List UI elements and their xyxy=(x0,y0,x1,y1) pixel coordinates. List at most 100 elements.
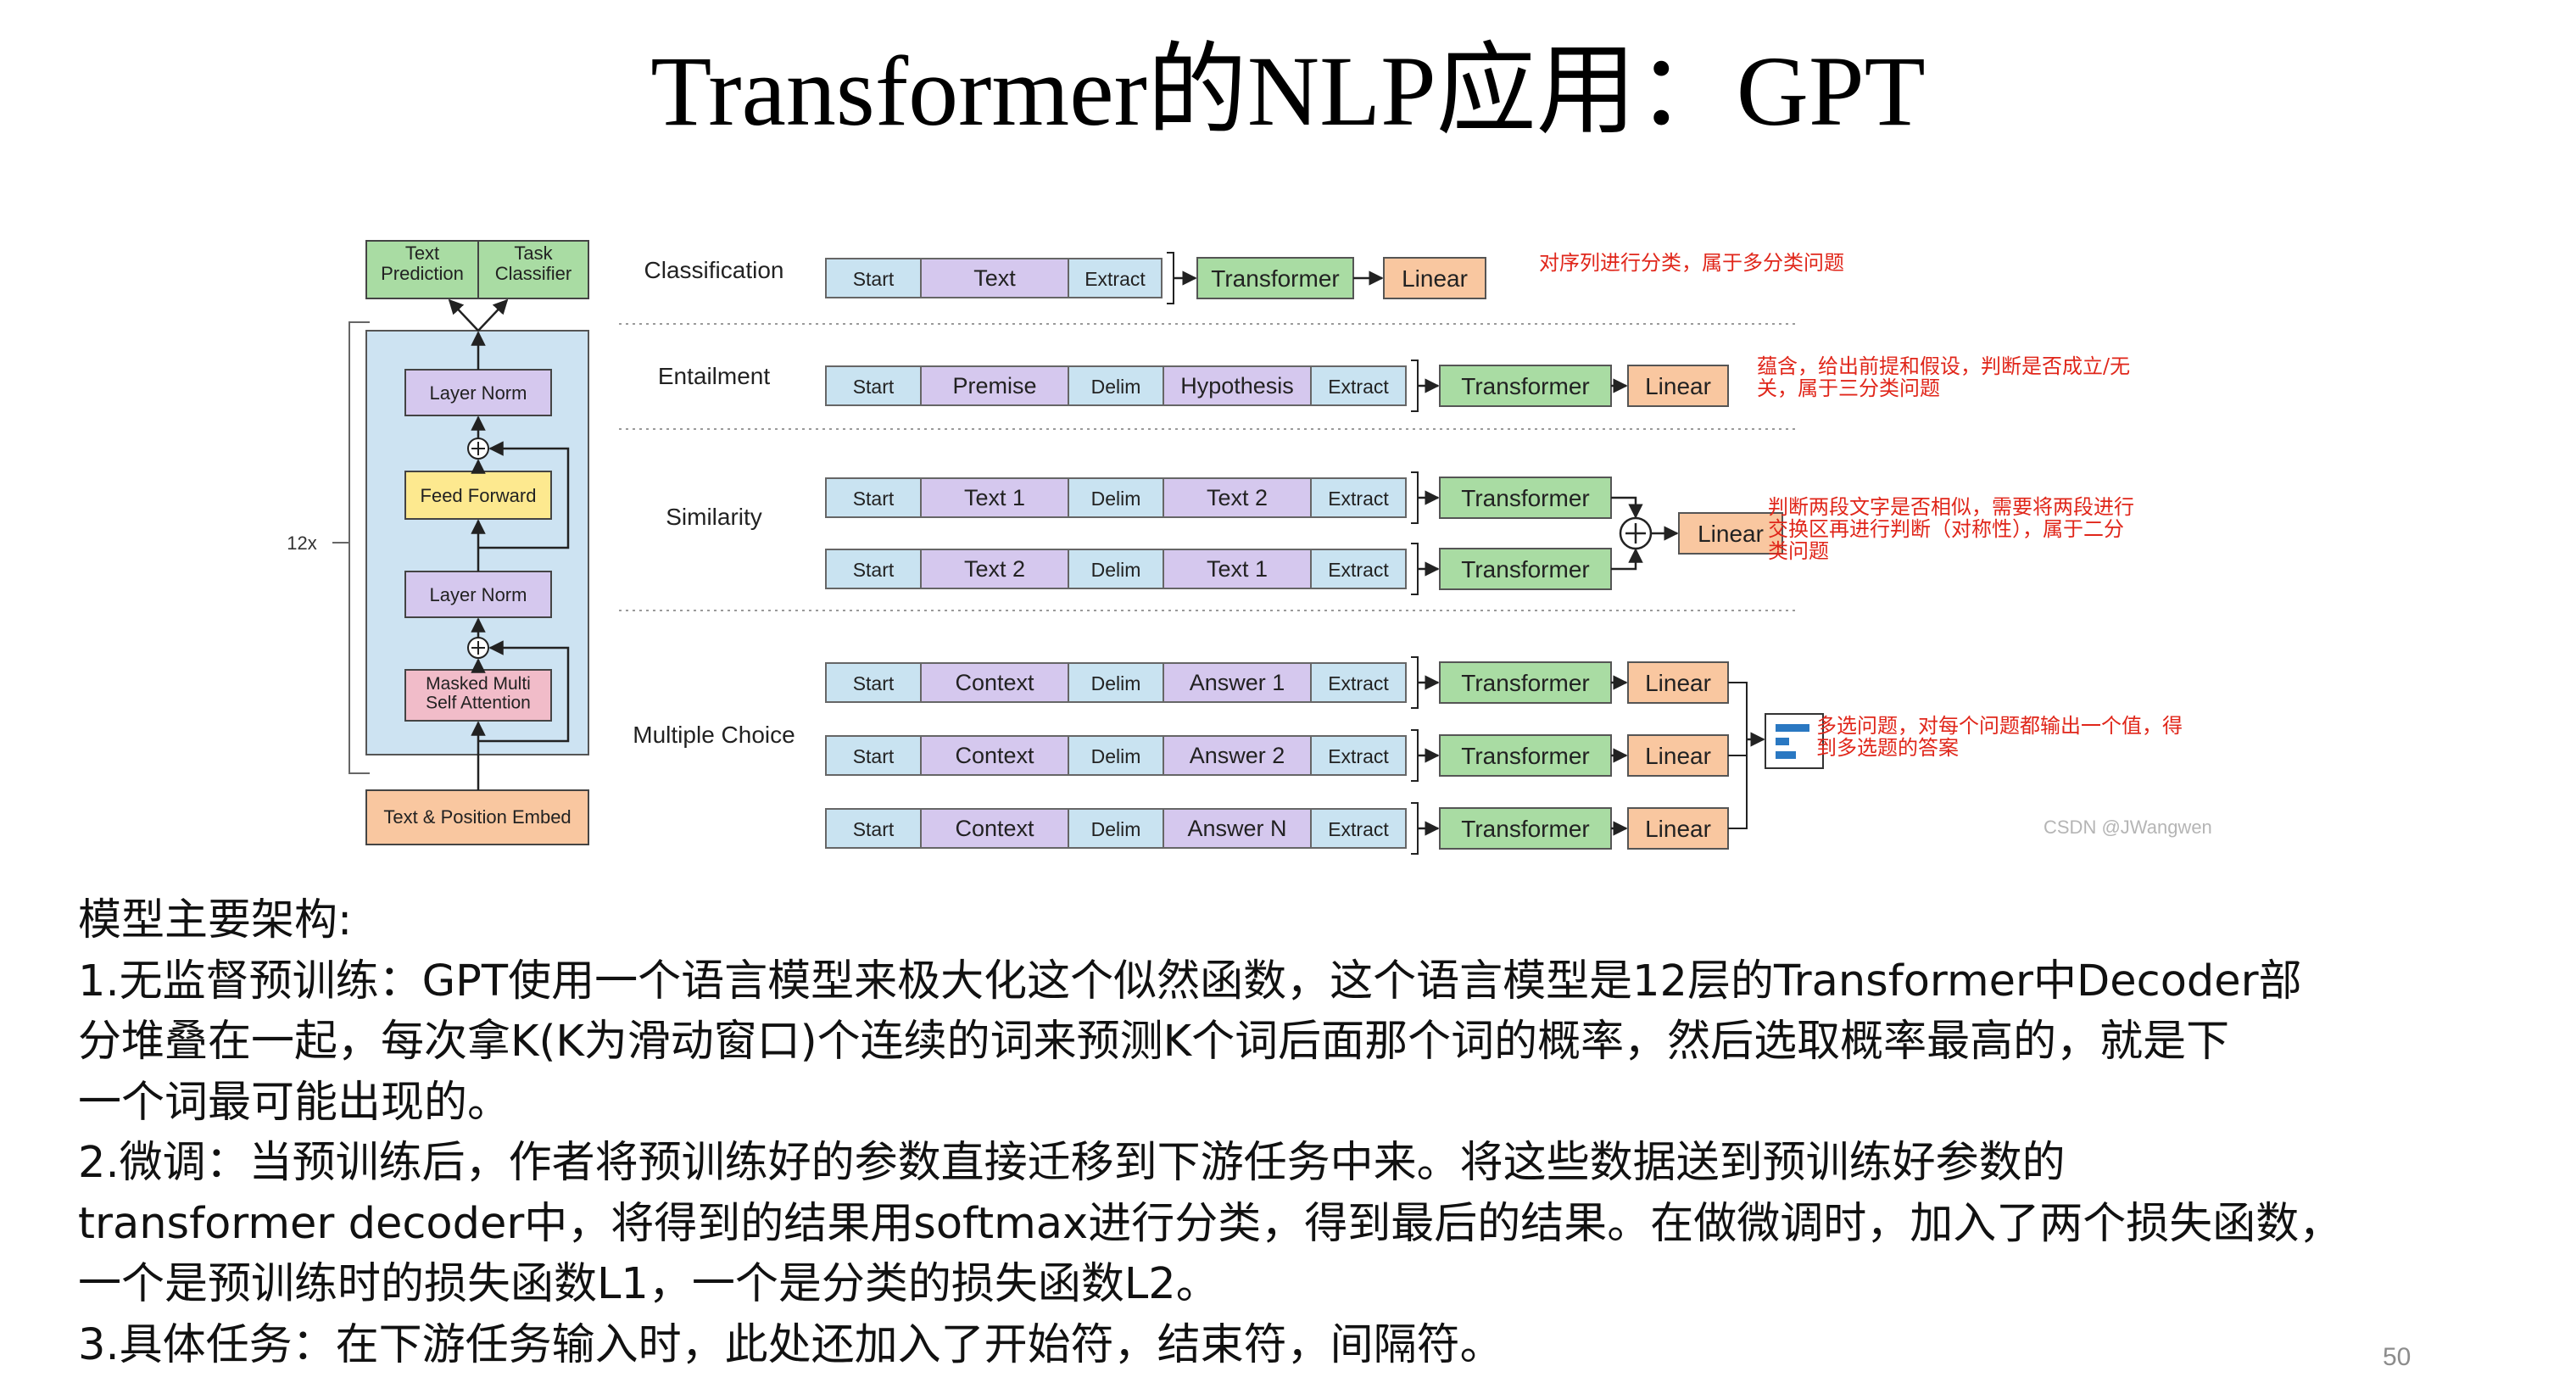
transformer-box-label: Transformer xyxy=(1461,556,1589,583)
svg-text:Layer Norm: Layer Norm xyxy=(430,584,527,605)
token-label: Start xyxy=(853,818,895,840)
repeat-bracket: 12x xyxy=(287,321,370,774)
note-multiple-choice: 多选问题，对每个问题都输出一个值，得到多选题的答案 xyxy=(1816,714,2183,760)
token-box xyxy=(825,662,922,703)
feed-forward: Feed Forward xyxy=(404,471,552,520)
token-box xyxy=(1068,365,1164,406)
page-number: 50 xyxy=(2383,1343,2412,1371)
token-label: Context xyxy=(955,670,1034,695)
linear-box-label: Linear xyxy=(1645,670,1711,696)
token-label: Delim xyxy=(1091,745,1141,767)
token-box xyxy=(1068,549,1164,589)
row-bracket xyxy=(1411,471,1419,524)
token-label: Answer 1 xyxy=(1190,670,1285,695)
token-box xyxy=(1068,808,1164,849)
transformer-box xyxy=(1439,548,1612,590)
token-box xyxy=(1163,549,1312,589)
token-label: Start xyxy=(853,268,895,290)
layer-norm-top: Layer Norm xyxy=(404,369,552,416)
token-label: Extract xyxy=(1328,672,1389,694)
note-similarity: 判断两段文字是否相似，需要将两段进行交换区再进行判断（对称性），属于二分类问题 xyxy=(1768,495,2134,563)
token-label: Delim xyxy=(1091,672,1141,694)
token-label: Start xyxy=(853,376,895,398)
token-label: Extract xyxy=(1328,745,1389,767)
plus-sign xyxy=(1625,523,1646,544)
token-label: Text 1 xyxy=(964,485,1025,510)
transformer-box xyxy=(1439,477,1612,519)
token-box xyxy=(1310,477,1407,518)
linear-box-label: Linear xyxy=(1402,265,1468,292)
token-label: Extract xyxy=(1328,559,1389,581)
layer-norm-bottom: Layer Norm xyxy=(404,571,552,618)
merge-path xyxy=(1611,548,1643,571)
linear-box xyxy=(1383,257,1486,299)
token-label: Answer 2 xyxy=(1190,743,1285,768)
linear-box-label: Linear xyxy=(1645,743,1711,769)
svg-text:Feed Forward: Feed Forward xyxy=(421,485,537,506)
svg-text:Layer Norm: Layer Norm xyxy=(430,382,527,404)
token-label: Text 1 xyxy=(1207,556,1268,582)
token-box xyxy=(1163,808,1312,849)
body-text: 模型主要架构: 1.无监督预训练：GPT使用一个语言模型来极大化这个似然函数，这… xyxy=(78,890,2545,1375)
token-box xyxy=(1310,365,1407,406)
label-entailment: Entailment xyxy=(658,363,771,389)
token-box xyxy=(1310,549,1407,589)
note-classification: 对序列进行分类，属于多分类问题 xyxy=(1539,251,1844,275)
token-box xyxy=(1068,662,1164,703)
transformer-box-label: Transformer xyxy=(1211,265,1339,292)
transformer-box-label: Transformer xyxy=(1461,373,1589,399)
residual-add-bottom xyxy=(467,637,489,659)
token-box xyxy=(1310,735,1407,776)
linear-box xyxy=(1627,734,1729,777)
token-label: Text 2 xyxy=(1207,485,1268,510)
watermark: CSDN @JWangwen xyxy=(2044,817,2212,838)
row-bracket xyxy=(1411,802,1419,855)
token-box xyxy=(920,258,1069,298)
similarity-sequence: Start Text 2 Delim Text 1 Extract xyxy=(825,543,1419,595)
token-label: Extract xyxy=(1328,488,1389,510)
token-label: Start xyxy=(853,559,895,581)
transformer-box xyxy=(1439,734,1612,777)
note-entailment: 蕴含，给出前提和假设，判断是否成立/无关，属于三分类问题 xyxy=(1757,354,2130,400)
repeat-label: 12x xyxy=(287,532,316,554)
linear-box-label: Linear xyxy=(1698,521,1764,547)
token-box xyxy=(920,735,1069,776)
token-box xyxy=(825,477,922,518)
token-box xyxy=(1163,735,1312,776)
token-box xyxy=(1163,477,1312,518)
body-point-pretraining: 1.无监督预训练：GPT使用一个语言模型来极大化这个似然函数，这个语言模型是12… xyxy=(78,956,2302,1128)
decoder-flow-arrows xyxy=(448,298,570,790)
linear-box-label: Linear xyxy=(1645,373,1711,399)
token-label: Context xyxy=(955,816,1034,841)
token-label: Extract xyxy=(1328,376,1389,398)
linear-box xyxy=(1627,365,1729,407)
residual-add-top xyxy=(467,438,489,460)
row-bracket xyxy=(1167,252,1174,304)
token-label: Delim xyxy=(1091,559,1141,581)
transformer-box-label: Transformer xyxy=(1461,670,1589,696)
transformer-box xyxy=(1439,365,1612,407)
svg-text:Text & Position Embed: Text & Position Embed xyxy=(383,806,571,828)
linear-box-label: Linear xyxy=(1645,816,1711,842)
token-label: Text 2 xyxy=(964,556,1025,582)
token-box xyxy=(1310,808,1407,849)
label-classification: Classification xyxy=(644,257,784,283)
transformer-box xyxy=(1196,257,1354,299)
token-box xyxy=(825,549,922,589)
task-labels: Classification Entailment Similarity Mul… xyxy=(633,257,795,748)
token-label: Start xyxy=(853,488,895,510)
body-heading: 模型主要架构: xyxy=(78,895,353,945)
body-point-tasks: 3.具体任务：在下游任务输入时，此处还加入了开始符，结束符，间隔符。 xyxy=(78,1319,1503,1370)
body-point-finetuning: 2.微调：当预训练后，作者将预训练好的参数直接迁移到下游任务中来。将这些数据送到… xyxy=(78,1138,2343,1309)
slide-title: Transformer的NLP应用：GPT xyxy=(650,36,1926,147)
